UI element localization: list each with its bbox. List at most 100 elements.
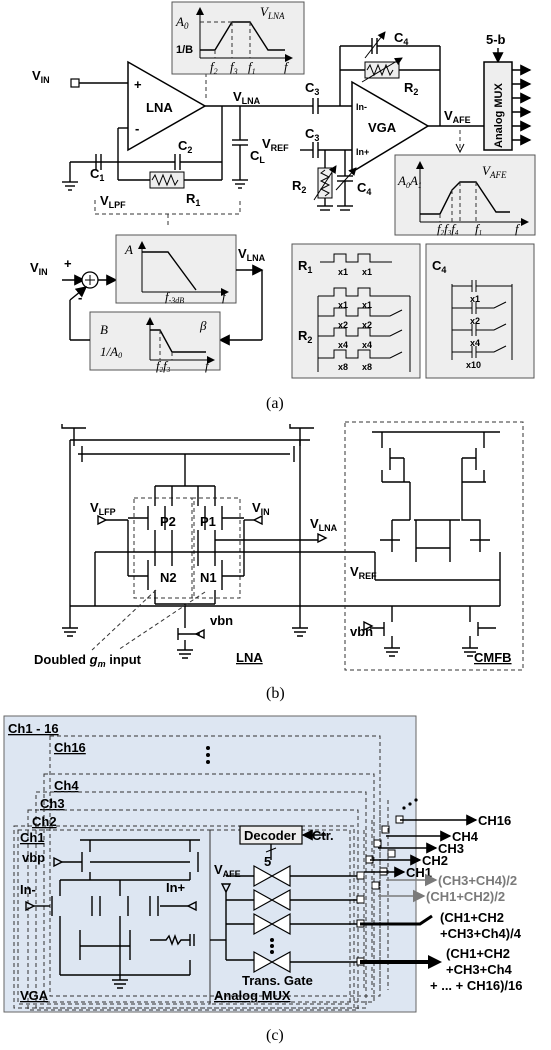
- ch1-box: [13, 825, 355, 1009]
- caption-c: (c): [266, 1027, 284, 1044]
- p1-label: P1: [200, 514, 216, 529]
- trans-gates: [226, 864, 291, 974]
- out-sum4-a: (CH1+CH2: [440, 910, 504, 925]
- ch16-label: Ch16: [54, 740, 86, 755]
- svg-text:x10: x10: [466, 360, 481, 370]
- c4-bottom-label: C4: [357, 180, 371, 197]
- panel-a: VIN LNA + - C1 C2 R1 VLPF VL: [30, 1, 536, 412]
- r2-bottom-label: R2: [292, 178, 306, 195]
- loop-vlna-label: VLNA: [238, 246, 266, 263]
- loop-a-f3db: f-3dB: [165, 289, 184, 305]
- c4-top-label: C4: [394, 30, 408, 47]
- svg-text:x1: x1: [338, 267, 348, 277]
- out-ch16: CH16: [478, 813, 511, 828]
- svg-text:x1: x1: [362, 267, 372, 277]
- in-minus-c-label: In-: [20, 882, 36, 897]
- bode-afe-f1: f1: [475, 221, 482, 237]
- bode-lna-f1: f1: [248, 59, 256, 76]
- bode-afe-title: VAFE: [482, 163, 507, 180]
- caption-b: (b): [266, 685, 285, 702]
- decoder-label: Decoder: [244, 828, 296, 843]
- doubled-gm-label: Doubled gm input: [34, 652, 142, 669]
- svg-text:x4: x4: [338, 340, 348, 350]
- c-bank-box: [425, 243, 535, 379]
- r-bank-box: [291, 243, 421, 379]
- five-c-label: 5: [264, 854, 271, 869]
- bode-lna-f: f: [284, 59, 290, 74]
- rbank-r2-rows: x1 x1 x2 x2 x4 x4 x8 x8: [317, 287, 411, 372]
- loop-a-label: A: [124, 242, 133, 257]
- loop-b-beta: β: [199, 318, 207, 333]
- vbp-label: vbp: [22, 850, 45, 865]
- lna-b-label: LNA: [236, 650, 263, 665]
- trans-gate-label: Trans. Gate: [242, 973, 313, 988]
- out-ch3: CH3: [438, 841, 464, 856]
- loop-a-box: [115, 234, 237, 304]
- vafe-c-label: VAFE: [214, 862, 241, 879]
- vga-c-label: VGA: [20, 988, 49, 1003]
- out-sum16-c: + ... + CH16)/16: [430, 978, 523, 993]
- cmfb-box: [344, 421, 524, 671]
- analog-mux-label: Analog MUX: [493, 83, 505, 148]
- svg-text:x4: x4: [470, 338, 480, 348]
- c3-top-label: C3: [305, 80, 319, 97]
- p2-n2-box: [133, 497, 195, 599]
- out-ch1: CH1: [406, 865, 432, 880]
- analog-mux-block: [483, 61, 513, 151]
- rbank-r1-row: x1 x1: [320, 253, 392, 277]
- a-vin-label: VIN: [32, 68, 50, 85]
- loop-b-label: B: [100, 322, 108, 337]
- c3-bottom-label: C3: [305, 126, 319, 143]
- vlna-node-label: VLNA: [233, 89, 261, 106]
- svg-text:x2: x2: [470, 316, 480, 326]
- ch4-label: Ch4: [54, 778, 79, 793]
- vga-in-plus: In+: [356, 147, 369, 157]
- p2-label: P2: [160, 514, 176, 529]
- cmfb-label: CMFB: [474, 650, 512, 665]
- r2-top-label: R2: [404, 80, 418, 97]
- svg-text:x1: x1: [470, 294, 480, 304]
- vga-label: VGA: [368, 120, 397, 135]
- out-ch4: CH4: [452, 829, 479, 844]
- bode-afe-f2f3f4: f2f3f4: [437, 221, 459, 237]
- vafe-label: VAFE: [444, 108, 471, 125]
- svg-text:x1: x1: [338, 300, 348, 310]
- loop-b-f: f: [205, 358, 211, 373]
- out-sum4-b: +CH3+Ch4)/4: [440, 926, 522, 941]
- n2-label: N2: [160, 570, 177, 585]
- sum-plus: +: [64, 256, 72, 271]
- lna-amplifier: [127, 60, 207, 152]
- loop-a-f: f: [222, 289, 228, 304]
- bode-lna-box: [171, 1, 305, 75]
- ch16-box: [49, 735, 381, 997]
- vlfp-label: VLFP: [90, 500, 116, 517]
- analog-mux-c-label: Analog MUX: [214, 988, 291, 1003]
- svg-text:x2: x2: [338, 320, 348, 330]
- svg-text:x4: x4: [362, 340, 372, 350]
- panel-b: P2 P1 N2 N1 VLFP VIN VLNA vbn Doubled gm…: [34, 421, 524, 702]
- lna-label: LNA: [146, 100, 173, 115]
- r1-label: R1: [186, 191, 200, 208]
- caption-a: (a): [266, 395, 284, 412]
- ctr-label: Ctr.: [312, 828, 334, 843]
- svg-text:x8: x8: [362, 362, 372, 372]
- bode-lna-invb: 1/B: [176, 44, 193, 56]
- vref-label: VREF: [262, 136, 289, 153]
- loop-vin-label: VIN: [30, 260, 48, 277]
- out-sum16-a: (CH1+CH2: [446, 946, 510, 961]
- out-ch2: CH2: [422, 853, 448, 868]
- five-b-label: 5-b: [486, 32, 506, 47]
- vga-in-minus: In-: [356, 102, 367, 112]
- bode-lna-title: VLNA: [260, 4, 285, 21]
- cbank-c4-label: C4: [432, 258, 446, 275]
- cbank-rows: x1 x2 x4 x10: [451, 280, 513, 370]
- ch1-label: Ch1: [20, 830, 45, 845]
- ch2-label: Ch2: [32, 814, 57, 829]
- panel-c: Ch1 - 16 Ch16 Ch4 Ch3 Ch2 Ch1 VGA vbp In…: [3, 715, 523, 1044]
- rbank-r1-label: R1: [298, 258, 312, 275]
- svg-text:x1: x1: [362, 300, 372, 310]
- c1-label: C1: [90, 166, 104, 183]
- svg-text:x2: x2: [362, 320, 372, 330]
- svg-text:x8: x8: [338, 362, 348, 372]
